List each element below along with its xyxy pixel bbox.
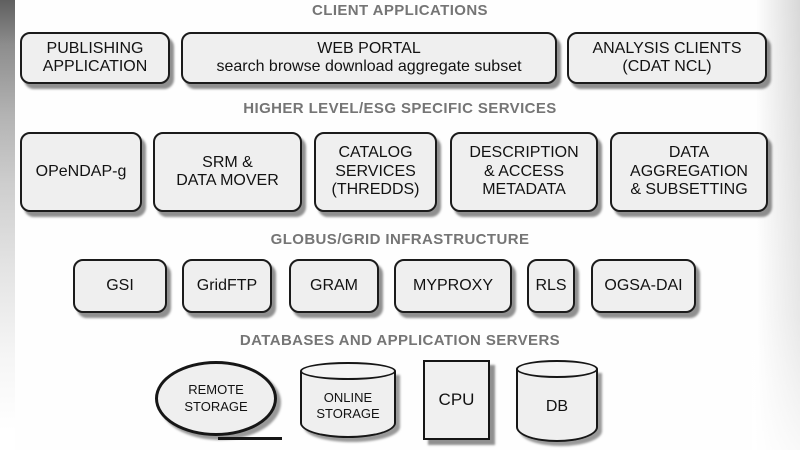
box-rls: RLS — [527, 259, 575, 313]
box-data-aggregation-subsetting: DATA AGGREGATION & SUBSETTING — [610, 132, 768, 212]
box-ogsa-dai: OGSA-DAI — [591, 259, 696, 313]
page-left-edge-gradient — [0, 0, 15, 450]
online-storage-label: ONLINE STORAGE — [316, 389, 380, 421]
box-opendap-g: OPeNDAP-g — [20, 132, 142, 212]
box-description-access-metadata: DESCRIPTION & ACCESS METADATA — [450, 132, 598, 212]
section-title-databases-application-servers: DATABASES AND APPLICATION SERVERS — [239, 332, 561, 349]
cylinder-body — [516, 369, 598, 442]
box-myproxy: MYPROXY — [394, 259, 512, 313]
shape-remote-storage: REMOTE STORAGE — [155, 361, 277, 436]
box-catalog-services-thredds: CATALOG SERVICES (THREDDS) — [314, 132, 437, 212]
shape-online-storage: ONLINE STORAGE — [300, 362, 396, 438]
shape-db: DB — [516, 360, 598, 442]
box-srm-data-mover: SRM & DATA MOVER — [153, 132, 302, 212]
shape-cpu: CPU — [423, 360, 490, 440]
box-gridftp: GridFTP — [182, 259, 272, 313]
box-gsi: GSI — [73, 259, 167, 313]
cylinder-lid — [516, 360, 598, 378]
box-gram: GRAM — [289, 259, 379, 313]
section-title-client-applications: CLIENT APPLICATIONS — [312, 2, 488, 19]
box-publishing-application: PUBLISHING APPLICATION — [20, 32, 170, 84]
box-analysis-clients: ANALYSIS CLIENTS (CDAT NCL) — [567, 32, 767, 84]
cylinder-body — [300, 371, 396, 438]
box-web-portal: WEB PORTAL search browse download aggreg… — [181, 32, 557, 84]
cylinder-lid — [300, 362, 396, 380]
section-title-globus-grid-infrastructure: GLOBUS/GRID INFRASTRUCTURE — [270, 231, 530, 248]
db-label: DB — [545, 398, 569, 415]
remote-storage-underline — [218, 437, 282, 440]
section-title-higher-level-services: HIGHER LEVEL/ESG SPECIFIC SERVICES — [243, 100, 557, 117]
